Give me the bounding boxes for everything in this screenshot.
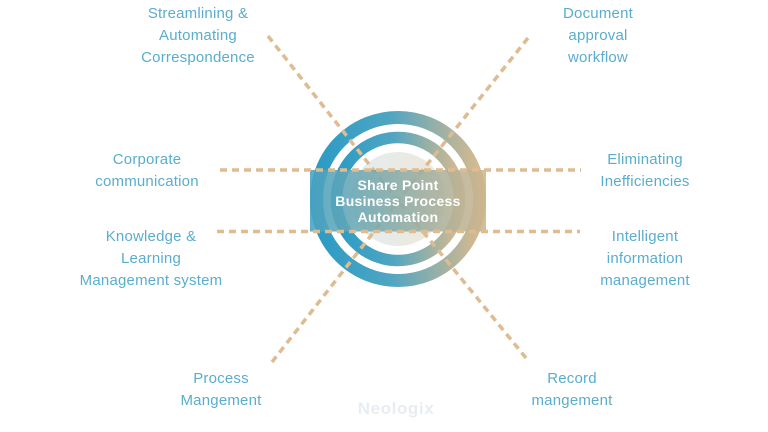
- label-corporate-communication: Corporate communication: [95, 151, 199, 190]
- center-badge-line-3: Automation: [357, 209, 439, 225]
- center-badge-line-1: Share Point: [357, 177, 439, 193]
- center-badge-line-2: Business Process: [335, 193, 461, 209]
- label-document-approval-workflow: Document approval workflow: [563, 5, 633, 66]
- label-knowledge-learning-management-system: Knowledge & Learning Management system: [79, 228, 223, 289]
- label-streamlining-automating-correspondence: Streamlining & Automating Correspondence: [141, 5, 255, 66]
- label-process-management: Process Mangement: [180, 370, 262, 409]
- center-badge-title: Share Point Business Process Automation: [310, 170, 486, 232]
- neologix-logo: Neologix: [357, 399, 435, 418]
- label-intelligent-information-management: Intelligent information management: [600, 228, 690, 289]
- label-eliminating-inefficiencies: Eliminating Inefficiencies: [600, 151, 690, 190]
- center-band: [310, 170, 486, 232]
- label-record-management: Record mangement: [531, 370, 613, 409]
